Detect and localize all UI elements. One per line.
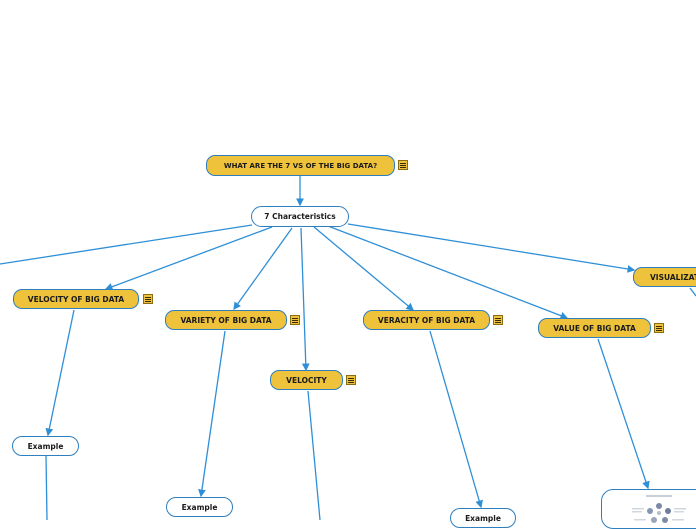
edge-center-velocity-big-data	[106, 227, 272, 289]
center-label: 7 Characteristics	[264, 212, 335, 221]
note-icon[interactable]	[290, 315, 300, 325]
center-node[interactable]: 7 Characteristics	[251, 206, 349, 227]
infographic-thumbnail[interactable]	[601, 489, 696, 529]
example-label-2: Example	[182, 503, 218, 512]
example-node-2[interactable]: Example	[166, 497, 233, 517]
branch-velocity-label: VELOCITY	[286, 376, 327, 385]
branch-value[interactable]: VALUE OF BIG DATA	[538, 318, 651, 338]
edge-value-image	[598, 339, 648, 488]
root-topic-node[interactable]: WHAT ARE THE 7 VS OF THE BIG DATA?	[206, 155, 395, 176]
edge-center-velocity	[301, 228, 306, 370]
example-label-3: Example	[465, 514, 501, 523]
note-icon[interactable]	[654, 323, 664, 333]
branch-veracity-label: VERACITY OF BIG DATA	[378, 316, 475, 325]
branch-value-label: VALUE OF BIG DATA	[553, 324, 636, 333]
edge-vbd-example	[48, 310, 74, 435]
example-node-3[interactable]: Example	[450, 508, 516, 528]
branch-visualization-label: VISUALIZATION	[650, 273, 696, 282]
edge-center-variety	[234, 228, 292, 309]
branch-visualization[interactable]: VISUALIZATION	[633, 267, 696, 287]
note-icon[interactable]	[493, 315, 503, 325]
edge-velocity-down	[308, 391, 320, 520]
branch-variety[interactable]: VARIETY OF BIG DATA	[165, 310, 287, 330]
note-icon[interactable]	[143, 294, 153, 304]
note-icon[interactable]	[398, 160, 408, 170]
example-node-1[interactable]: Example	[12, 436, 79, 456]
edge-veracity-example	[430, 331, 481, 507]
edge-example1-down	[46, 456, 47, 520]
edge-variety-example	[201, 331, 225, 496]
edge-center-visualization	[348, 224, 634, 270]
branch-variety-label: VARIETY OF BIG DATA	[180, 316, 271, 325]
branch-veracity[interactable]: VERACITY OF BIG DATA	[363, 310, 490, 330]
edge-center-left-offscreen	[0, 225, 252, 264]
branch-velocity-big-data-label: VELOCITY OF BIG DATA	[28, 295, 124, 304]
note-icon[interactable]	[346, 375, 356, 385]
image-icon	[602, 490, 696, 529]
example-label-1: Example	[28, 442, 64, 451]
root-topic-label: WHAT ARE THE 7 VS OF THE BIG DATA?	[224, 162, 377, 170]
edge-visualization-down	[690, 288, 696, 296]
branch-velocity-big-data[interactable]: VELOCITY OF BIG DATA	[13, 289, 139, 309]
branch-velocity[interactable]: VELOCITY	[270, 370, 343, 390]
